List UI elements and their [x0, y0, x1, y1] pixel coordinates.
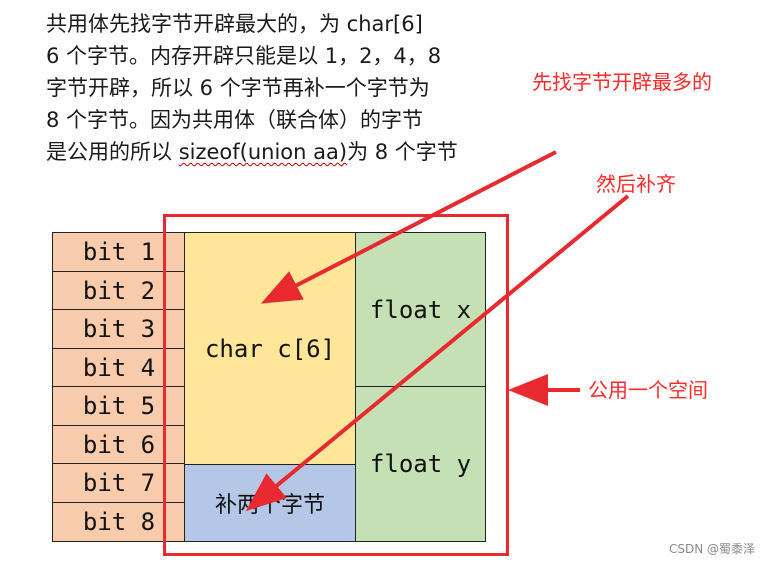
float-y-block: float y — [355, 386, 486, 542]
arrow-to-char-block — [260, 150, 557, 304]
bit-cell-4: bit 4 — [53, 349, 185, 387]
bit-cell-2: bit 2 — [53, 272, 185, 310]
annotation-then-align: 然后补齐 — [596, 172, 676, 196]
paragraph-line-5-suffix: 为 8 个字节 — [347, 140, 458, 164]
paragraph-line-4: 8 个字节。因为共用体（联合体）的字节 — [46, 108, 424, 132]
bit-cell-5: bit 5 — [53, 387, 185, 426]
watermark: CSDN @蜀黍泽 — [668, 542, 755, 556]
bit-cell-3: bit 3 — [53, 310, 185, 349]
annotation-shared-space: 公用一个空间 — [588, 378, 708, 402]
bit-cell-6: bit 6 — [53, 426, 185, 464]
shared-space-frame — [163, 214, 509, 556]
sizeof-expression: sizeof(union aa) — [178, 140, 348, 164]
arrow-to-padding-block — [245, 194, 630, 512]
float-y-label: float y — [369, 450, 472, 478]
paragraph-line-5: 是公用的所以 sizeof(union aa)为 8 个字节 — [46, 136, 516, 168]
float-x-label: float x — [369, 295, 472, 324]
paragraph-line-3: 字节开辟，所以 6 个字节再补一个字节为 — [46, 76, 430, 100]
char-array-label: char c[6] — [204, 334, 336, 363]
annotation-largest-first: 先找字节开辟最多的 — [532, 70, 712, 94]
bit-cell-1: bit 1 — [53, 233, 185, 272]
bit-cell-8: bit 8 — [82, 507, 156, 536]
paragraph-line-1: 共用体先找字节开辟最大的，为 char[6] — [46, 12, 423, 36]
explanation-paragraph: 共用体先找字节开辟最大的，为 char[6] 6 个字节。内存开辟只能是以 1，… — [46, 8, 516, 168]
bit-cell-7: bit 7 — [53, 464, 185, 503]
paragraph-line-5-prefix: 是公用的所以 — [46, 140, 179, 164]
paragraph-line-2: 6 个字节。内存开辟只能是以 1，2，4，8 — [46, 44, 442, 68]
